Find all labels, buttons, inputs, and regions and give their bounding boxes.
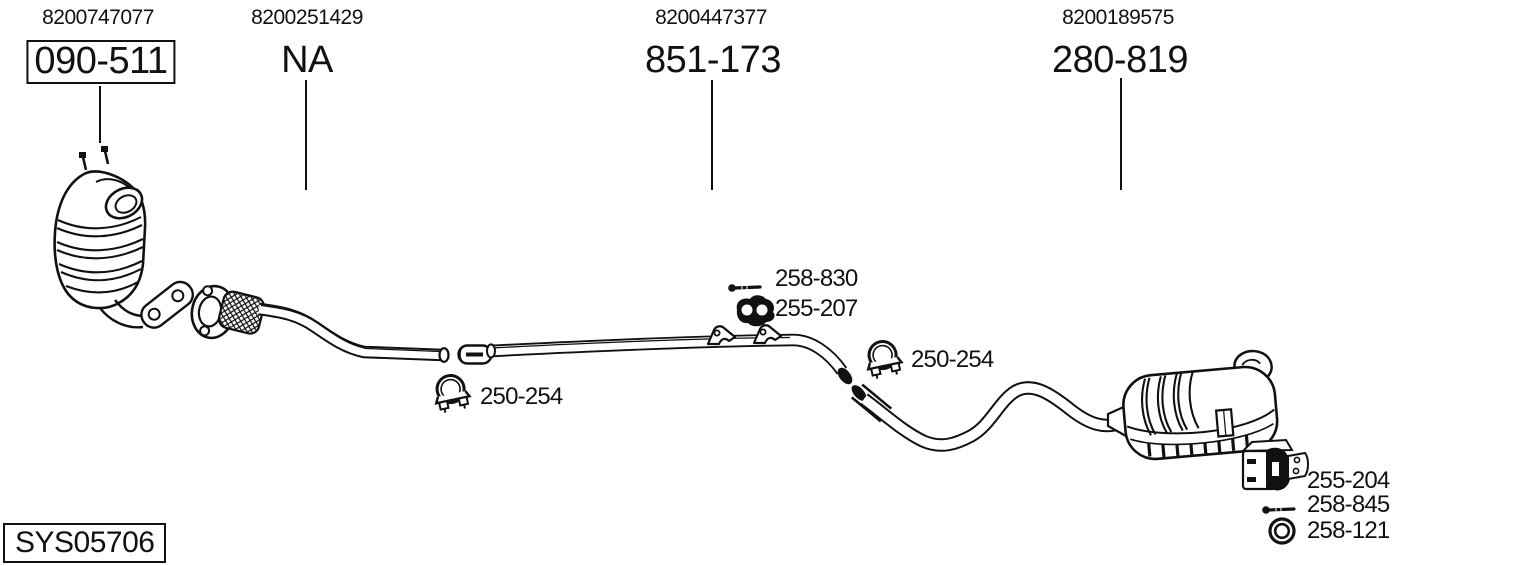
bolt-icon: [1260, 504, 1296, 516]
pipe-clamp-icon: [861, 336, 906, 382]
part-code: 851-173: [645, 39, 781, 81]
callout-label: 258-830: [775, 265, 858, 292]
callout-label: 250-254: [911, 346, 994, 373]
part-code: NA: [281, 39, 333, 81]
rear-muffler-drawing: [1106, 349, 1279, 461]
center-pipe-drawing: [486, 324, 853, 385]
hanger-bracket-icon: [1240, 438, 1309, 491]
oe-number: 8200189575: [1062, 6, 1174, 29]
rubber-mount-icon: [736, 295, 775, 327]
front-pipe-drawing: [190, 284, 450, 363]
callout-label: 255-207: [775, 295, 858, 322]
catalytic-converter-drawing: [53, 146, 194, 329]
leader-lines: [99, 78, 1122, 190]
oe-number: 8200747077: [42, 6, 154, 29]
oe-number: 8200251429: [251, 6, 363, 29]
part-code: 280-819: [1052, 39, 1188, 81]
pipe-hanger-bracket: [706, 325, 737, 346]
bolt-icon: [726, 282, 762, 294]
callout-label: 255-204: [1307, 467, 1390, 494]
part-code-boxed: 090-511: [26, 40, 176, 84]
flex-braid: [217, 290, 265, 335]
rear-pipe-drawing: [850, 381, 1124, 452]
pipe-hanger-bracket: [752, 324, 783, 345]
oe-number: 8200447377: [655, 6, 767, 29]
callout-label: 258-121: [1307, 517, 1390, 544]
system-code-box: SYS05706: [3, 523, 167, 563]
callout-label: 250-254: [480, 383, 563, 410]
ring-gasket-icon: [1268, 517, 1296, 545]
pipe-clamp-icon: [429, 370, 474, 416]
callout-label: 258-845: [1307, 491, 1390, 518]
